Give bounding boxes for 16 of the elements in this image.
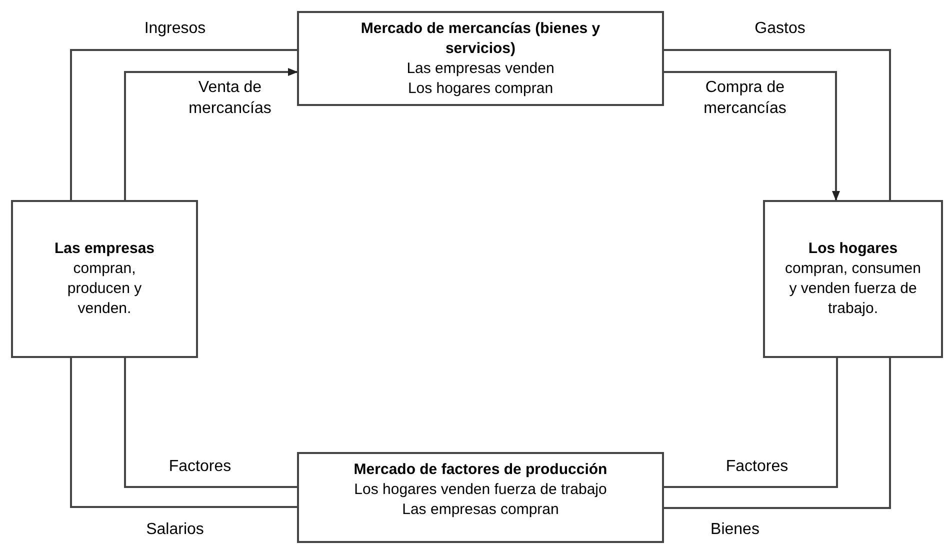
box-text: Las empresas compran xyxy=(402,500,559,520)
box-text: compran, consumen y venden fuerza de trabajo. xyxy=(784,259,922,319)
box-text: compran, producen y venden. xyxy=(66,259,143,319)
box-heading: Los hogares xyxy=(808,239,898,259)
box-heading: Mercado de factores de producción xyxy=(354,460,608,480)
process-box xyxy=(297,11,664,106)
box-heading: Mercado de mercancías (bienes y servicios) xyxy=(360,18,602,58)
box-heading: Las empresas xyxy=(54,239,155,259)
process-box xyxy=(297,452,664,543)
box-text: Los hogares venden fuerza de trabajo xyxy=(354,480,607,500)
process-box xyxy=(763,200,943,358)
box-text: Las empresas venden xyxy=(406,58,554,78)
arrow xyxy=(124,68,298,200)
process-box xyxy=(11,200,198,358)
arrow xyxy=(664,71,840,201)
box-text: Los hogares compran xyxy=(408,78,554,98)
